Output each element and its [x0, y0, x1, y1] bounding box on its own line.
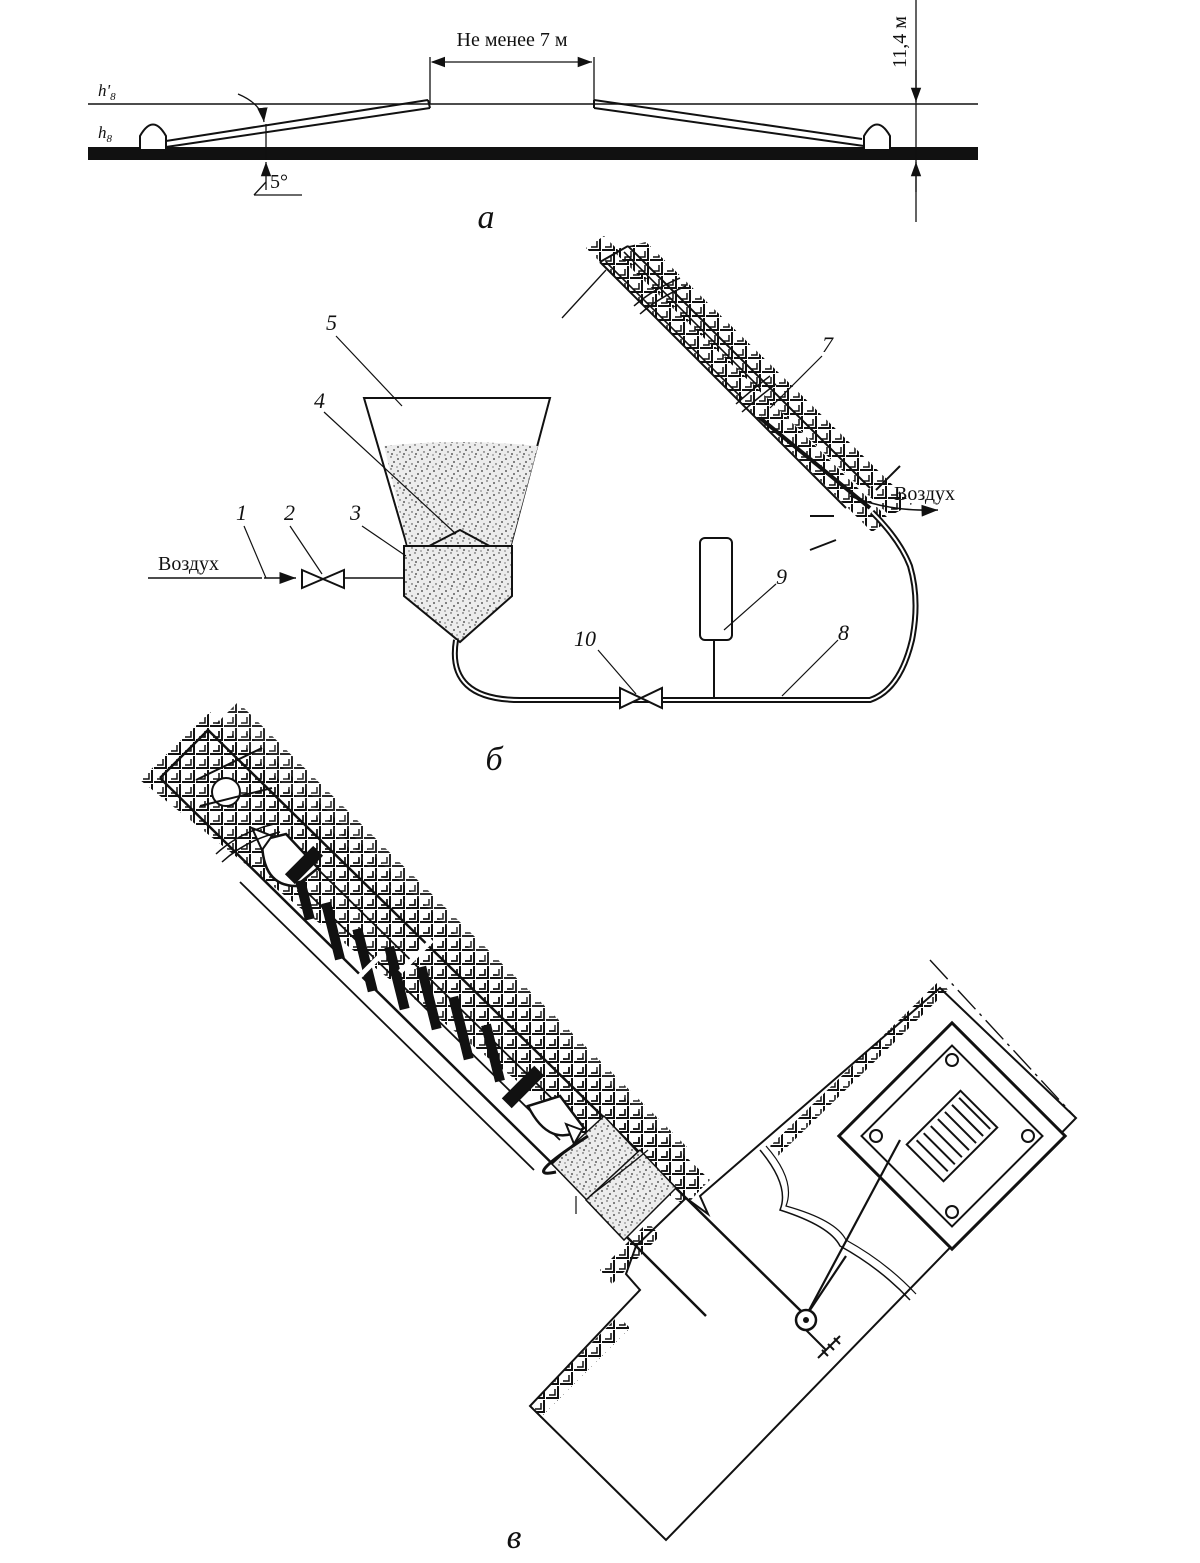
- callout-4: 4: [314, 388, 325, 413]
- callout-9: 9: [776, 564, 787, 589]
- callout-3: 3: [349, 500, 361, 525]
- crack-line: [759, 1149, 911, 1301]
- angle-arc-upper: [237, 93, 268, 123]
- winch-cable: [805, 1139, 901, 1317]
- caption-b: б: [485, 741, 504, 778]
- air-in-label: Воздух: [158, 553, 219, 575]
- left-inclined-chamber: [165, 99, 431, 148]
- callout-10: 10: [574, 626, 596, 651]
- drift-pipe: [685, 1197, 807, 1317]
- dimension-height-label: 11,4 м: [889, 16, 911, 68]
- air-out-label: Воздух: [894, 483, 955, 505]
- callout-5: 5: [326, 310, 337, 335]
- label-h: h8: [98, 123, 113, 145]
- axis-line-bottom: [529, 1405, 667, 1541]
- angle-label: 5°: [270, 171, 288, 193]
- caption-v: в: [507, 1519, 522, 1556]
- receiver-9: [699, 537, 733, 641]
- end-pulley: [211, 777, 241, 807]
- left-drift-arch: [139, 123, 167, 151]
- label-h-prime: h'8: [98, 81, 116, 103]
- right-drift-arch: [863, 123, 891, 151]
- callout-1: 1: [236, 500, 247, 525]
- section-b: Воздух Воздух 1 2 3 4 5 7 8: [148, 236, 955, 778]
- floor-level-bar: [88, 147, 978, 160]
- dimension-width-label: Не менее 7 м: [457, 29, 568, 51]
- valve-2: [301, 568, 345, 590]
- axis-line-right: [929, 959, 1077, 1119]
- valve-10: [619, 686, 663, 710]
- winch-drum: [905, 1089, 999, 1183]
- section-v: в: [140, 702, 1078, 1556]
- air-outlet-arrow: [849, 495, 939, 517]
- charge-cartridges: [295, 879, 505, 1083]
- right-inclined-chamber: [593, 99, 865, 147]
- section-a: Не менее 7 м 11,4 м h'8 h8 5° а: [88, 0, 978, 236]
- inclined-borehole: [561, 236, 912, 551]
- pipeline-8: [451, 509, 919, 703]
- callout-7: 7: [822, 332, 834, 357]
- callout-8: 8: [838, 620, 849, 645]
- callout-2: 2: [284, 500, 295, 525]
- pressure-chamber-3: [403, 545, 513, 644]
- caption-a: а: [478, 199, 495, 236]
